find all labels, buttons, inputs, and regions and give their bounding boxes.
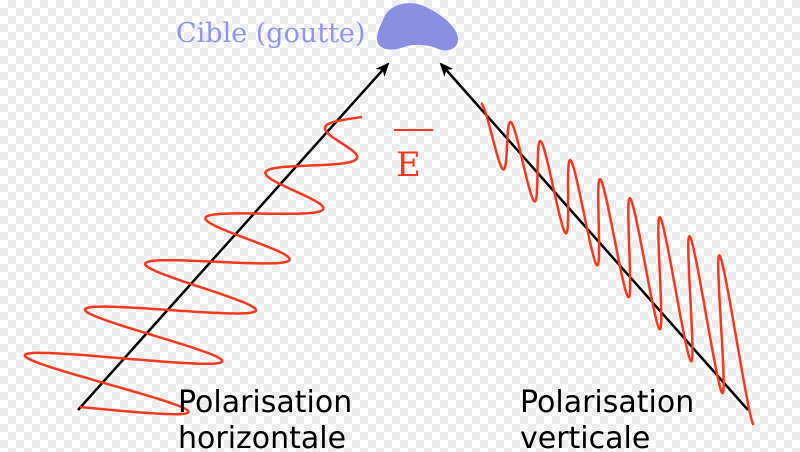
target-label: Cible (goutte) <box>176 18 365 49</box>
vertical-polarised-wave <box>480 102 755 426</box>
right-propagation-arrow <box>439 62 749 411</box>
electric-field-label: E <box>396 145 421 185</box>
droplet-shape <box>376 3 459 51</box>
right-polarisation-label-line2: verticale <box>520 421 650 452</box>
horizontal-polarised-wave <box>23 115 363 416</box>
left-polarisation-label-line2: horizontale <box>178 421 346 452</box>
right-polarisation-label-line1: Polarisation <box>520 385 694 420</box>
left-polarisation-label-line1: Polarisation <box>178 385 352 420</box>
